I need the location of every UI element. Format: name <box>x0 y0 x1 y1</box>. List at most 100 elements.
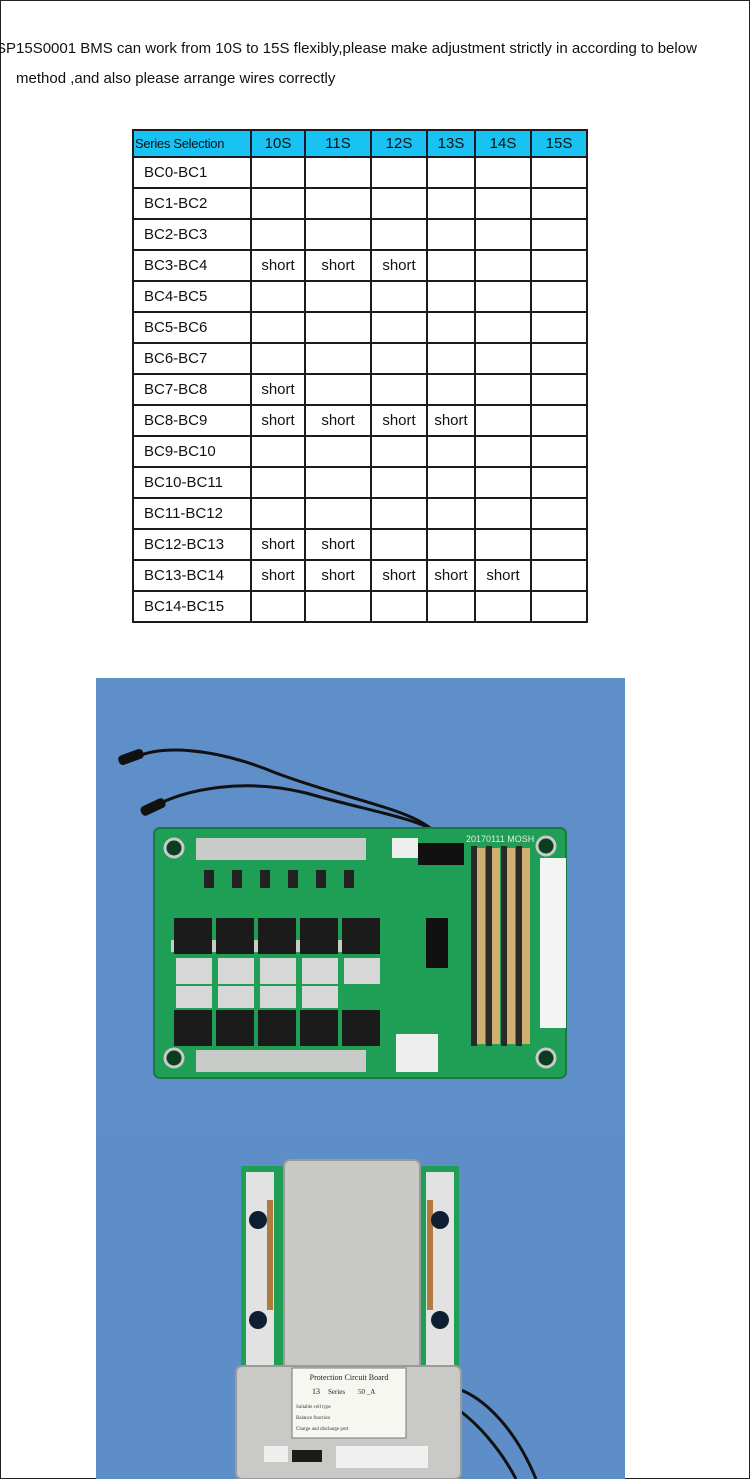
row-label: BC11-BC12 <box>132 497 252 530</box>
table-cell <box>250 497 306 530</box>
table-cell <box>474 528 532 561</box>
table-cell <box>250 280 306 313</box>
table-cell <box>474 404 532 437</box>
table-cell <box>426 249 476 282</box>
table-cell: short <box>250 373 306 406</box>
table-cell <box>474 156 532 189</box>
table-cell <box>370 311 428 344</box>
table-cell: short <box>250 404 306 437</box>
table-cell <box>474 373 532 406</box>
table-cell <box>426 435 476 468</box>
table-cell <box>370 466 428 499</box>
table-cell: short <box>304 559 372 592</box>
table-row: BC2-BC3 <box>132 218 588 251</box>
table-cell <box>370 342 428 375</box>
table-cell <box>370 497 428 530</box>
table-cell <box>250 218 306 251</box>
header-series-selection: Series Selection <box>132 129 252 158</box>
table-cell <box>304 280 372 313</box>
table-cell <box>426 311 476 344</box>
label-series-value: 13 <box>312 1387 320 1396</box>
table-cell <box>304 311 372 344</box>
table-row: BC9-BC10 <box>132 435 588 468</box>
table-cell <box>250 435 306 468</box>
table-cell <box>530 466 588 499</box>
table-cell <box>474 497 532 530</box>
table-cell: short <box>426 404 476 437</box>
table-cell <box>304 435 372 468</box>
table-cell <box>530 497 588 530</box>
header-14s: 14S <box>474 129 532 158</box>
label-cell-type: Suitable cell type <box>296 1405 331 1410</box>
table-row: BC14-BC15 <box>132 590 588 623</box>
table-cell <box>530 435 588 468</box>
table-cell <box>426 187 476 220</box>
table-row: BC6-BC7 <box>132 342 588 375</box>
label-model-suffix: 50 _A <box>358 1388 375 1396</box>
table-cell: short <box>426 559 476 592</box>
table-cell <box>426 528 476 561</box>
table-cell <box>250 590 306 623</box>
table-cell: short <box>370 404 428 437</box>
table-cell <box>250 311 306 344</box>
table-cell: short <box>250 559 306 592</box>
table-cell <box>370 218 428 251</box>
bms-board-covered-photo: Protection Circuit Board 13 Series 50 _A… <box>96 1130 625 1479</box>
table-cell <box>370 373 428 406</box>
table-cell <box>250 156 306 189</box>
table-row: BC1-BC2 <box>132 187 588 220</box>
table-cell <box>474 590 532 623</box>
table-cell <box>250 466 306 499</box>
table-row: BC0-BC1 <box>132 156 588 189</box>
header-10s: 10S <box>250 129 306 158</box>
table-cell <box>530 590 588 623</box>
row-label: BC6-BC7 <box>132 342 252 375</box>
label-series: Series <box>328 1388 345 1396</box>
row-label: BC12-BC13 <box>132 528 252 561</box>
table-cell <box>426 590 476 623</box>
row-label: BC2-BC3 <box>132 218 252 251</box>
table-row: BC5-BC6 <box>132 311 588 344</box>
row-label: BC1-BC2 <box>132 187 252 220</box>
table-cell <box>474 311 532 344</box>
table-cell <box>304 218 372 251</box>
table-cell <box>370 528 428 561</box>
label-title: Protection Circuit Board <box>310 1373 389 1382</box>
table-cell <box>426 280 476 313</box>
intro-line-1: SP15S0001 BMS can work from 10S to 15S f… <box>0 40 697 57</box>
table-cell <box>426 156 476 189</box>
row-label: BC3-BC4 <box>132 249 252 282</box>
row-label: BC13-BC14 <box>132 559 252 592</box>
row-label: BC7-BC8 <box>132 373 252 406</box>
bms-board-top-photo: 20170111 MOSH <box>96 678 625 1130</box>
table-cell <box>530 404 588 437</box>
table-cell <box>474 249 532 282</box>
bms-board-top-image: 20170111 MOSH <box>118 748 567 1079</box>
row-label: BC10-BC11 <box>132 466 252 499</box>
table-cell <box>426 497 476 530</box>
table-cell <box>530 280 588 313</box>
row-label: BC4-BC5 <box>132 280 252 313</box>
header-12s: 12S <box>370 129 428 158</box>
intro-text: SP15S0001 BMS can work from 10S to 15S f… <box>0 34 750 94</box>
table-cell <box>370 435 428 468</box>
table-cell: short <box>370 249 428 282</box>
table-cell <box>250 187 306 220</box>
table-cell <box>474 187 532 220</box>
table-cell <box>530 187 588 220</box>
table-cell <box>426 342 476 375</box>
header-15s: 15S <box>530 129 588 158</box>
table-cell <box>370 156 428 189</box>
table-cell <box>530 249 588 282</box>
label-charge: Charge and discharge port <box>296 1427 349 1432</box>
row-label: BC5-BC6 <box>132 311 252 344</box>
table-cell <box>426 218 476 251</box>
table-cell <box>530 373 588 406</box>
table-cell: short <box>304 404 372 437</box>
table-cell <box>530 218 588 251</box>
table-row: BC10-BC11 <box>132 466 588 499</box>
